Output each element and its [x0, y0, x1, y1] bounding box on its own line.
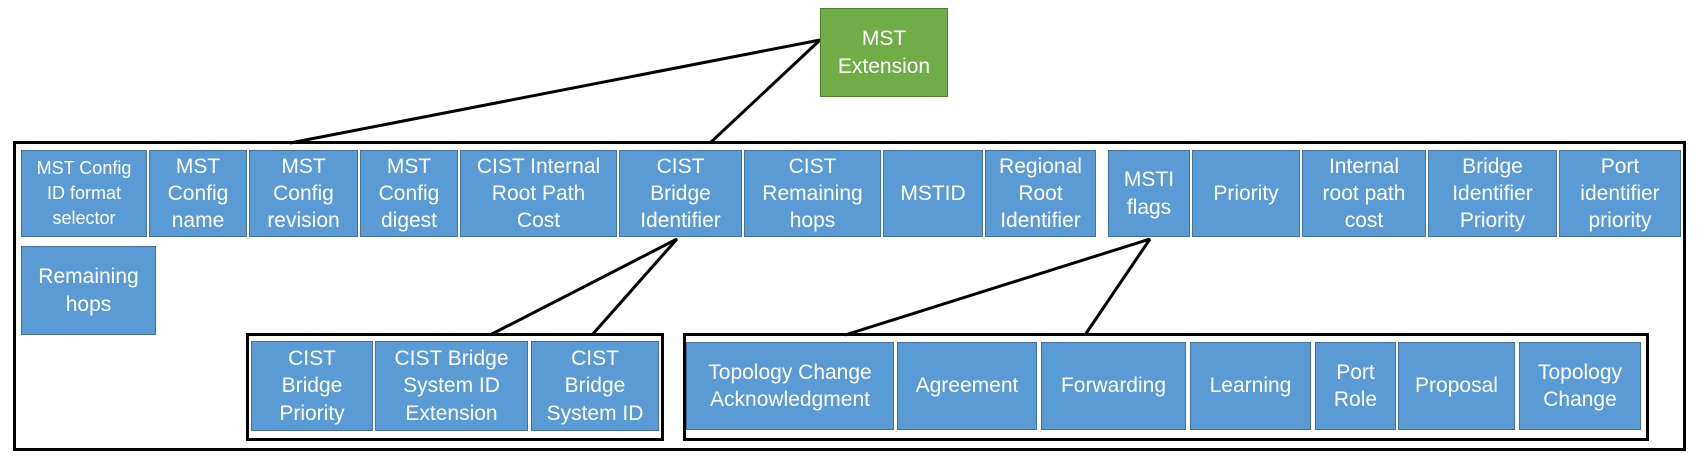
- root-mst-extension: MST Extension: [820, 8, 948, 97]
- field-msti-flags: MSTI flags: [1108, 150, 1190, 237]
- msti-flag-learning: Learning: [1190, 342, 1311, 430]
- connector-cist-bid-to-parts-left: [489, 237, 678, 337]
- cist-part-bridge-priority: CIST Bridge Priority: [251, 341, 373, 431]
- cist-bridge-identifier-frame: [246, 333, 664, 441]
- field-bridge-identifier-priority: Bridge Identifier Priority: [1428, 150, 1557, 237]
- msti-flag-port-role: Port Role: [1315, 342, 1396, 430]
- msti-flags-frame: [683, 333, 1649, 441]
- connector-root-to-fields-left: [289, 38, 821, 145]
- field-port-identifier-priority: Port identifier priority: [1559, 150, 1681, 237]
- field-remaining-hops: Remaining hops: [21, 246, 156, 335]
- field-internal-root-path-cost: Internal root path cost: [1302, 150, 1426, 237]
- field-cist-bridge-identifier: CIST Bridge Identifier: [619, 150, 742, 237]
- cist-part-bridge-system-id: CIST Bridge System ID: [531, 341, 659, 431]
- connector-msti-to-parts-right: [1083, 238, 1152, 336]
- connector-cist-bid-to-parts-right: [590, 238, 679, 336]
- field-cist-remaining-hops: CIST Remaining hops: [744, 150, 881, 237]
- connector-msti-to-parts-left: [844, 237, 1151, 337]
- msti-flag-topology-change: Topology Change: [1519, 342, 1641, 430]
- msti-flag-forwarding: Forwarding: [1041, 342, 1186, 430]
- field-mst-config-name: MST Config name: [149, 150, 247, 237]
- msti-flag-proposal: Proposal: [1398, 342, 1515, 430]
- field-cist-internal-root-path-cost: CIST Internal Root Path Cost: [460, 150, 617, 237]
- field-mst-config-revision: MST Config revision: [249, 150, 358, 237]
- fields-frame: [13, 141, 1686, 451]
- field-mstid: MSTID: [883, 150, 983, 237]
- field-mst-config-id-format-selector: MST Config ID format selector: [21, 150, 147, 237]
- msti-flag-topology-change-acknowledgment: Topology Change Acknowledgment: [686, 342, 894, 430]
- cist-part-bridge-system-id-extension: CIST Bridge System ID Extension: [375, 341, 528, 431]
- field-mst-config-digest: MST Config digest: [360, 150, 458, 237]
- field-regional-root-identifier: Regional Root Identifier: [985, 150, 1096, 237]
- connector-root-to-fields-right: [708, 38, 822, 145]
- field-priority: Priority: [1192, 150, 1300, 237]
- msti-flag-agreement: Agreement: [897, 342, 1037, 430]
